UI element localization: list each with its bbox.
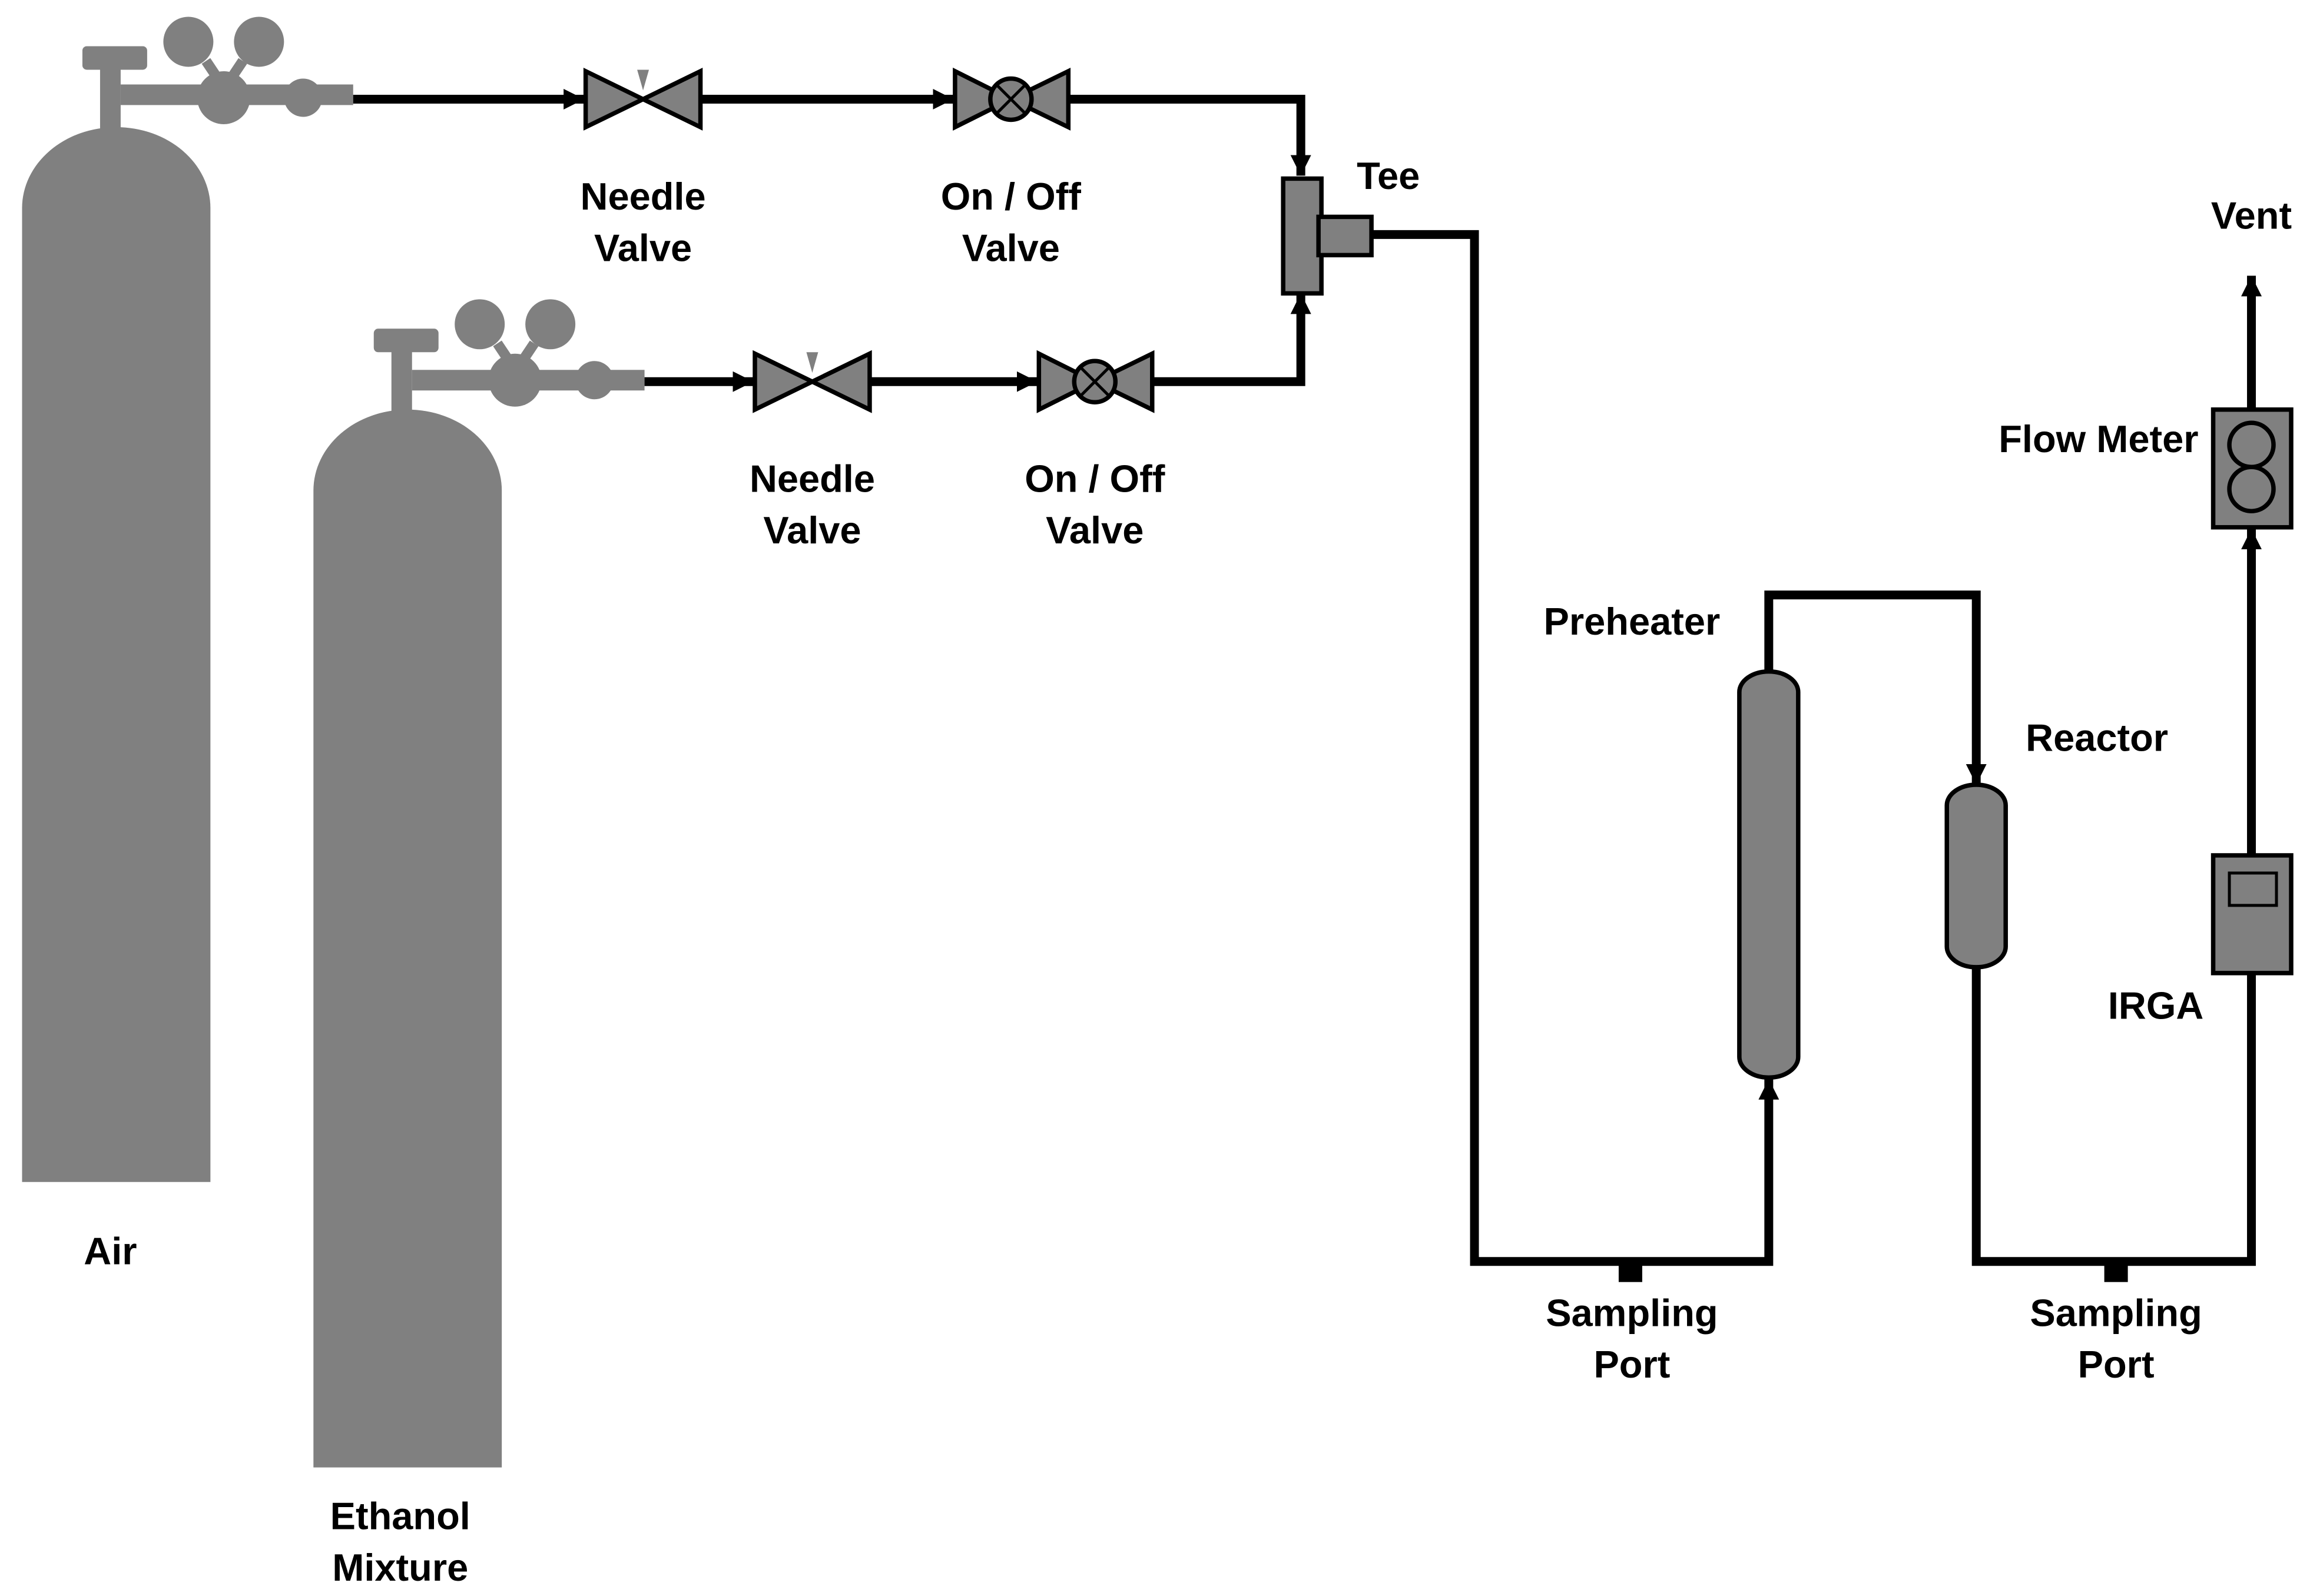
flow-meter-label: Flow Meter — [1999, 417, 2198, 460]
ethanol-label-line2: Mixture — [332, 1546, 468, 1589]
ethanol-label-line1: Ethanol — [330, 1495, 470, 1538]
ethanol-mixture-cylinder — [313, 329, 502, 1468]
needle-valve-2-label-line2: Valve — [763, 509, 861, 552]
onoff-valve-1-label-line1: On / Off — [941, 175, 1082, 218]
ethanol-regulator — [412, 299, 645, 407]
preheater-label: Preheater — [1544, 600, 1721, 643]
onoff-valve-1-label-line2: Valve — [962, 226, 1060, 269]
sampling-port-1-marker — [1618, 1261, 1642, 1282]
needle-valve-1 — [583, 67, 703, 131]
onoff-valve-2-label-line2: Valve — [1046, 509, 1144, 552]
pipe-onoff2-to-tee — [1152, 293, 1311, 386]
needle-valve-2 — [753, 350, 872, 413]
pipe-preheater-to-reactor — [1764, 590, 1987, 785]
irga-analyzer — [2210, 853, 2294, 975]
needle-valve-2-label-line1: Needle — [750, 457, 875, 500]
tee-label: Tee — [1357, 154, 1420, 197]
onoff-valve-2-label-line1: On / Off — [1025, 457, 1165, 500]
sampling-port-1-label-line2: Port — [1593, 1343, 1670, 1386]
preheater-vessel — [1737, 669, 1801, 1080]
sampling-port-2-marker — [2104, 1261, 2128, 1282]
sampling-port-1-label-line1: Sampling — [1546, 1292, 1718, 1335]
air-cylinder — [22, 46, 211, 1182]
vent-label: Vent — [2211, 194, 2292, 237]
needle-valve-1-label-line1: Needle — [581, 175, 706, 218]
pipe-tee-to-preheater — [1371, 230, 1779, 1266]
air-label: Air — [84, 1230, 137, 1273]
air-regulator — [120, 16, 353, 124]
reactor-vessel — [1944, 782, 2008, 970]
onoff-valve-1 — [953, 67, 1071, 131]
pipe-onoff-to-tee — [1068, 94, 1311, 176]
needle-valve-1-label-line2: Valve — [594, 226, 692, 269]
tee-fitting — [1281, 176, 1374, 296]
sampling-port-2-label-line1: Sampling — [2030, 1292, 2202, 1335]
reactor-label: Reactor — [2026, 716, 2168, 759]
flow-meter — [2210, 407, 2294, 530]
onoff-valve-2 — [1036, 350, 1155, 413]
irga-label: IRGA — [2108, 984, 2203, 1027]
sampling-port-2-label-line2: Port — [2078, 1343, 2155, 1386]
